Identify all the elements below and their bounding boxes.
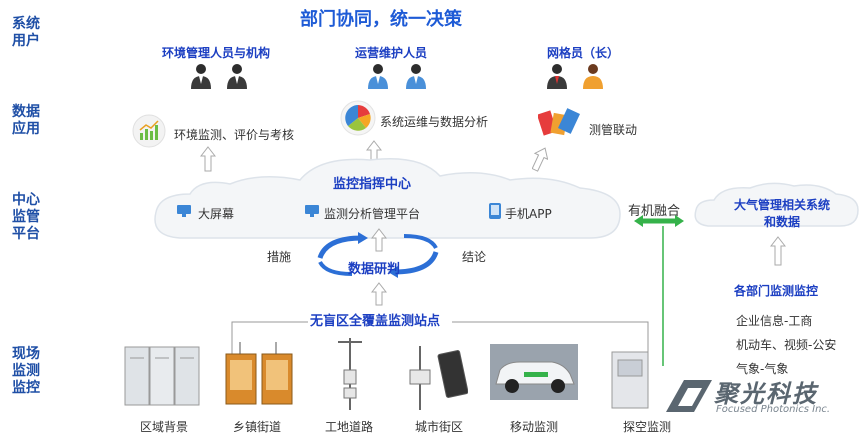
street-sensor-icon <box>409 346 468 410</box>
station-construction: 工地道路 <box>325 420 374 434</box>
analytics-icon <box>340 100 376 136</box>
phone-icon <box>489 203 501 219</box>
cabinet-icon <box>124 346 200 406</box>
app-env-monitoring: 环境监测、评价与考核 <box>174 128 295 142</box>
research-label: 数据研判 <box>348 262 401 277</box>
chart-icon <box>132 114 166 148</box>
person-icon <box>547 64 567 89</box>
linkage-icon <box>538 108 580 136</box>
station-mobile: 移动监测 <box>510 420 559 434</box>
platform-title: 监控指挥中心 <box>333 177 412 192</box>
monitor-icon <box>177 205 191 217</box>
department-item: 机动车、视频-公安 <box>736 338 837 352</box>
station-sounding: 探空监测 <box>623 420 672 434</box>
platform-cloud <box>154 157 621 239</box>
department-item: 企业信息-工商 <box>736 314 813 328</box>
stations-title: 无盲区全覆盖监测站点 <box>310 314 441 329</box>
departments-title: 各部门监测监控 <box>734 284 819 298</box>
fusion-label: 有机融合 <box>628 204 681 219</box>
arrow-up-icon <box>770 236 786 266</box>
arrow-up-icon <box>371 228 387 252</box>
vehicle-icon <box>490 344 578 400</box>
research-conclusion: 结论 <box>462 250 487 264</box>
person-icon <box>368 64 388 89</box>
layer-label-field: 现场监测监控 <box>12 346 40 396</box>
monitor-icon <box>305 205 319 217</box>
company-logo-name: 聚光科技 <box>714 380 818 408</box>
person-female-icon <box>583 64 603 89</box>
station-box-icon <box>225 342 293 405</box>
platform-mobile-app: 手机APP <box>505 207 552 221</box>
company-logo-tagline: Focused Photonics Inc. <box>716 404 831 415</box>
arrow-up-icon <box>200 146 216 172</box>
department-item: 气象-气象 <box>736 362 789 376</box>
app-linkage: 测管联动 <box>589 123 638 137</box>
user-group-env: 环境管理人员与机构 <box>162 46 271 60</box>
company-logo-icon <box>666 380 712 412</box>
layer-label-platform: 中心监管平台 <box>12 192 40 242</box>
station-urban: 城市街区 <box>415 420 464 434</box>
pole-sensor-icon <box>338 338 362 410</box>
platform-big-screen: 大屏幕 <box>198 207 235 221</box>
person-icon <box>191 64 211 89</box>
station-township: 乡镇街道 <box>233 420 282 434</box>
diagram-title: 部门协同，统一决策 <box>300 9 462 30</box>
sounding-cabinet-icon <box>611 351 649 409</box>
user-group-grid: 网格员（长） <box>547 46 620 60</box>
station-regional: 区域背景 <box>140 420 189 434</box>
research-measures: 措施 <box>267 250 292 264</box>
arrow-up-icon <box>371 282 387 306</box>
app-ops-analysis: 系统运维与数据分析 <box>380 115 489 129</box>
person-icon <box>227 64 247 89</box>
station-bracket <box>231 321 649 356</box>
sounding-line <box>662 226 664 366</box>
double-arrow-icon <box>634 215 684 227</box>
layer-label-data: 数据应用 <box>12 104 40 137</box>
user-group-ops: 运营维护人员 <box>355 46 428 60</box>
layer-label-users: 系统用户 <box>12 16 40 49</box>
platform-analysis: 监测分析管理平台 <box>324 207 421 221</box>
external-cloud <box>694 182 859 227</box>
external-systems: 大气管理相关系统和数据 <box>733 198 830 229</box>
person-icon <box>406 64 426 89</box>
cycle-arrows-icon <box>317 232 439 278</box>
arrow-up-icon <box>532 147 548 172</box>
